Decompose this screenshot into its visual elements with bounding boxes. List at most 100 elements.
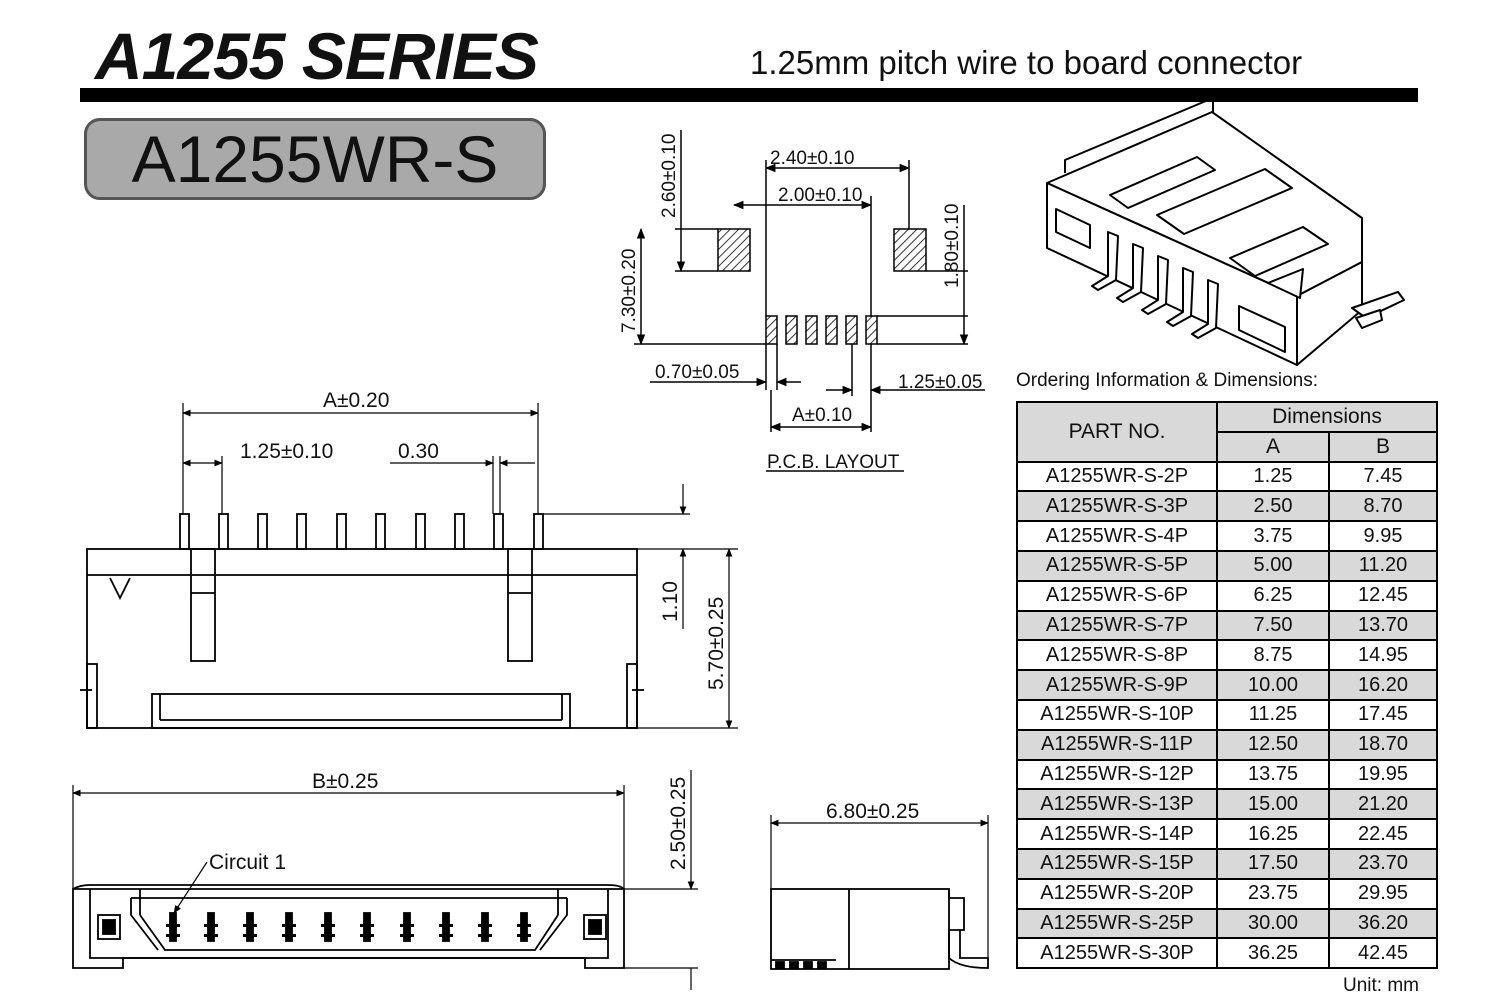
- pcb-layout-caption: P.C.B. LAYOUT: [767, 452, 900, 473]
- dim-b: 21.20: [1328, 788, 1438, 821]
- pcb-pin-row: [765, 315, 878, 345]
- front-view: [80, 403, 738, 729]
- dim-b: 9.95: [1328, 520, 1438, 552]
- pcb-dim-outer-width: 2.40±0.10: [770, 148, 854, 169]
- pcb-dim-a: A±0.10: [792, 405, 852, 426]
- dim-a: 17.50: [1216, 847, 1330, 880]
- part-no: A1255WR-S-4P: [1016, 520, 1218, 552]
- ordering-caption: Ordering Information & Dimensions:: [1016, 370, 1319, 391]
- dim-a: 12.50: [1216, 728, 1330, 761]
- dim-a: 10.00: [1216, 669, 1330, 701]
- pcb-layout: [634, 130, 985, 472]
- dim-b: 23.70: [1328, 847, 1438, 880]
- dim-b: 16.20: [1328, 669, 1438, 701]
- part-no: A1255WR-S-10P: [1016, 698, 1218, 731]
- header-a: A: [1216, 430, 1330, 463]
- dim-a: 5.00: [1216, 549, 1330, 582]
- dim-b: 36.20: [1328, 907, 1438, 940]
- series-title: A1255 SERIES: [95, 19, 539, 93]
- pcb-pad-left: [717, 228, 751, 272]
- dim-b: 42.45: [1328, 937, 1438, 970]
- dim-a: 23.75: [1216, 877, 1330, 910]
- dim-a: 8.75: [1216, 639, 1330, 672]
- dim-a: 30.00: [1216, 907, 1330, 940]
- dim-a: 6.25: [1216, 579, 1330, 612]
- header-part-no: PART NO.: [1016, 401, 1218, 463]
- dim-a: 13.75: [1216, 758, 1330, 791]
- part-no: A1255WR-S-3P: [1016, 490, 1218, 523]
- part-number-badge: A1255WR-S: [84, 118, 546, 200]
- dim-b: 19.95: [1328, 758, 1438, 791]
- part-no: A1255WR-S-6P: [1016, 579, 1218, 612]
- dim-b: 12.45: [1328, 579, 1438, 612]
- front-dim-total-height: 5.70±0.25: [705, 597, 728, 690]
- dim-a: 1.25: [1216, 460, 1330, 493]
- dim-a: 11.25: [1216, 698, 1330, 731]
- bottom-dim-height: 2.50±0.25: [667, 777, 690, 870]
- circuit-1-label: Circuit 1: [209, 851, 286, 874]
- part-no: A1255WR-S-5P: [1016, 549, 1218, 582]
- part-no: A1255WR-S-7P: [1016, 609, 1218, 642]
- front-dim-pin-height: 1.10: [659, 581, 682, 622]
- front-view-pins: [179, 513, 544, 550]
- dim-b: 17.45: [1328, 698, 1438, 731]
- dim-b: 13.70: [1328, 609, 1438, 642]
- pcb-dim-pitch: 1.25±0.05: [898, 372, 982, 393]
- part-no: A1255WR-S-15P: [1016, 847, 1218, 880]
- part-no: A1255WR-S-20P: [1016, 877, 1218, 910]
- part-no: A1255WR-S-25P: [1016, 907, 1218, 940]
- part-no: A1255WR-S-14P: [1016, 818, 1218, 850]
- dim-b: 8.70: [1328, 490, 1438, 523]
- dim-a: 16.25: [1216, 818, 1330, 850]
- series-subtitle: 1.25mm pitch wire to board connector: [750, 44, 1303, 81]
- dim-b: 14.95: [1328, 639, 1438, 672]
- part-no: A1255WR-S-13P: [1016, 788, 1218, 821]
- side-view: [770, 815, 989, 970]
- dim-a: 2.50: [1216, 490, 1330, 523]
- dim-b: 22.45: [1328, 818, 1438, 850]
- dim-a: 15.00: [1216, 788, 1330, 821]
- bottom-dim-b: B±0.25: [312, 770, 378, 793]
- header-rule: [80, 88, 1418, 102]
- connector-3d-view: [1046, 97, 1405, 366]
- dim-a: 7.50: [1216, 609, 1330, 642]
- front-dim-pin: 0.30: [398, 440, 439, 463]
- dim-a: 3.75: [1216, 520, 1330, 552]
- dim-a: 36.25: [1216, 937, 1330, 970]
- part-no: A1255WR-S-9P: [1016, 669, 1218, 701]
- dim-b: 18.70: [1328, 728, 1438, 761]
- front-dim-a: A±0.20: [323, 389, 389, 412]
- pcb-dim-right-height: 1.80±0.10: [942, 204, 963, 288]
- pcb-dim-total-height: 7.30±0.20: [619, 249, 640, 333]
- dim-b: 29.95: [1328, 877, 1438, 910]
- dim-b: 11.20: [1328, 549, 1438, 582]
- front-dim-pitch: 1.25±0.10: [240, 440, 333, 463]
- dim-b: 7.45: [1328, 460, 1438, 493]
- part-no: A1255WR-S-2P: [1016, 460, 1218, 493]
- bottom-view: [72, 770, 698, 990]
- pcb-dim-pin-width: 0.70±0.05: [655, 362, 739, 383]
- pcb-dim-inner-width: 2.00±0.10: [778, 185, 862, 206]
- unit-note: Unit: mm: [1343, 975, 1419, 996]
- header-b: B: [1328, 430, 1438, 463]
- side-dim-width: 6.80±0.25: [826, 800, 919, 823]
